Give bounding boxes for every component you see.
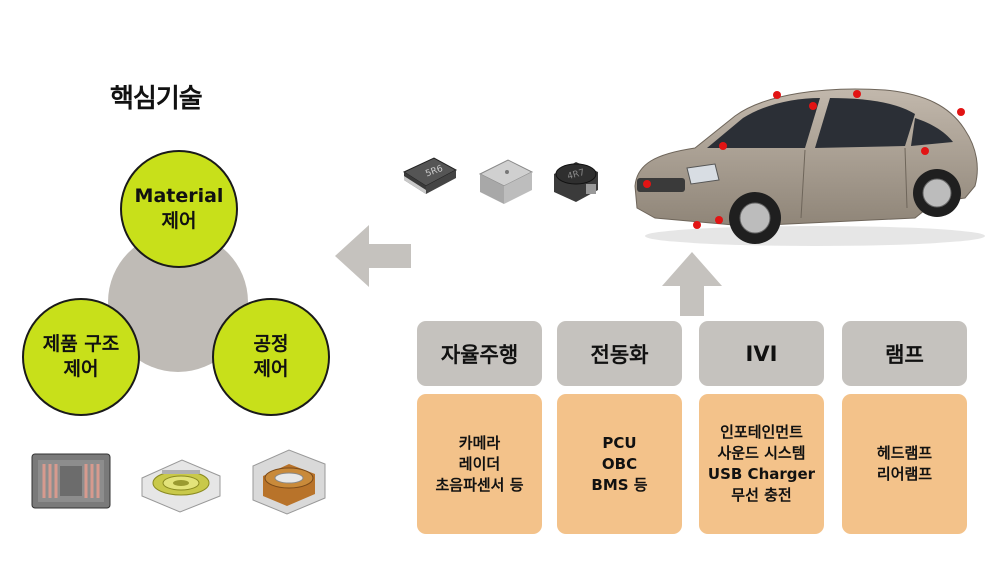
detail-line: USB Charger — [707, 465, 816, 483]
material-line-2: 제어 — [161, 210, 197, 232]
detail-line: OBC — [601, 454, 638, 473]
app-detail-electrification: PCU OBC BMS 등 — [557, 394, 682, 534]
process-control-circle: 공정 제어 — [212, 298, 330, 416]
smd-inductor-plain-image — [478, 159, 534, 204]
detail-line: 인포테인먼트 — [720, 423, 803, 441]
app-header-electrification: 전동화 — [557, 321, 682, 386]
structure-control-circle: 제품 구조 제어 — [22, 298, 140, 416]
app-header-ivi: IVI — [699, 321, 824, 386]
detail-line: 카메라 — [458, 433, 501, 452]
detail-line: PCU — [602, 433, 637, 452]
detail-line: 초음파센서 등 — [435, 475, 524, 494]
car-image — [634, 88, 985, 246]
inductor-cross-section-image — [31, 453, 111, 509]
process-line-1: 공정 — [253, 333, 289, 355]
process-line-2: 제어 — [253, 358, 289, 380]
left-arrow-icon — [335, 225, 411, 287]
app-detail-ivi: 인포테인먼트 사운드 시스템 USB Charger 무선 충전 — [699, 394, 824, 534]
app-detail-autonomous: 카메라 레이더 초음파센서 등 — [417, 394, 542, 534]
detail-line: 사운드 시스템 — [717, 444, 806, 462]
page-title: 핵심기술 — [110, 84, 203, 114]
app-header-autonomous: 자율주행 — [417, 321, 542, 386]
smd-marking-4r7: 4R7 — [566, 168, 586, 182]
up-arrow-icon — [662, 252, 722, 316]
detail-line: 리어램프 — [876, 465, 933, 483]
app-header-lamp: 램프 — [842, 321, 967, 386]
detail-line: 무선 충전 — [731, 486, 792, 504]
smd-inductor-5r6-image: 5R6 — [402, 157, 458, 194]
detail-line: BMS 등 — [591, 475, 648, 494]
material-line-1: Material — [134, 185, 224, 207]
smd-inductor-4r7-image: 4R7 — [554, 162, 598, 202]
material-control-circle: Material 제어 — [120, 150, 238, 268]
inductor-wound-image — [252, 449, 326, 515]
structure-line-1: 제품 구조 — [42, 333, 120, 355]
detail-line: 헤드램프 — [876, 444, 933, 462]
app-detail-lamp: 헤드램프 리어램프 — [842, 394, 967, 534]
detail-line: 레이더 — [458, 454, 501, 473]
structure-line-2: 제어 — [63, 358, 99, 380]
inductor-coil-image — [141, 459, 221, 513]
